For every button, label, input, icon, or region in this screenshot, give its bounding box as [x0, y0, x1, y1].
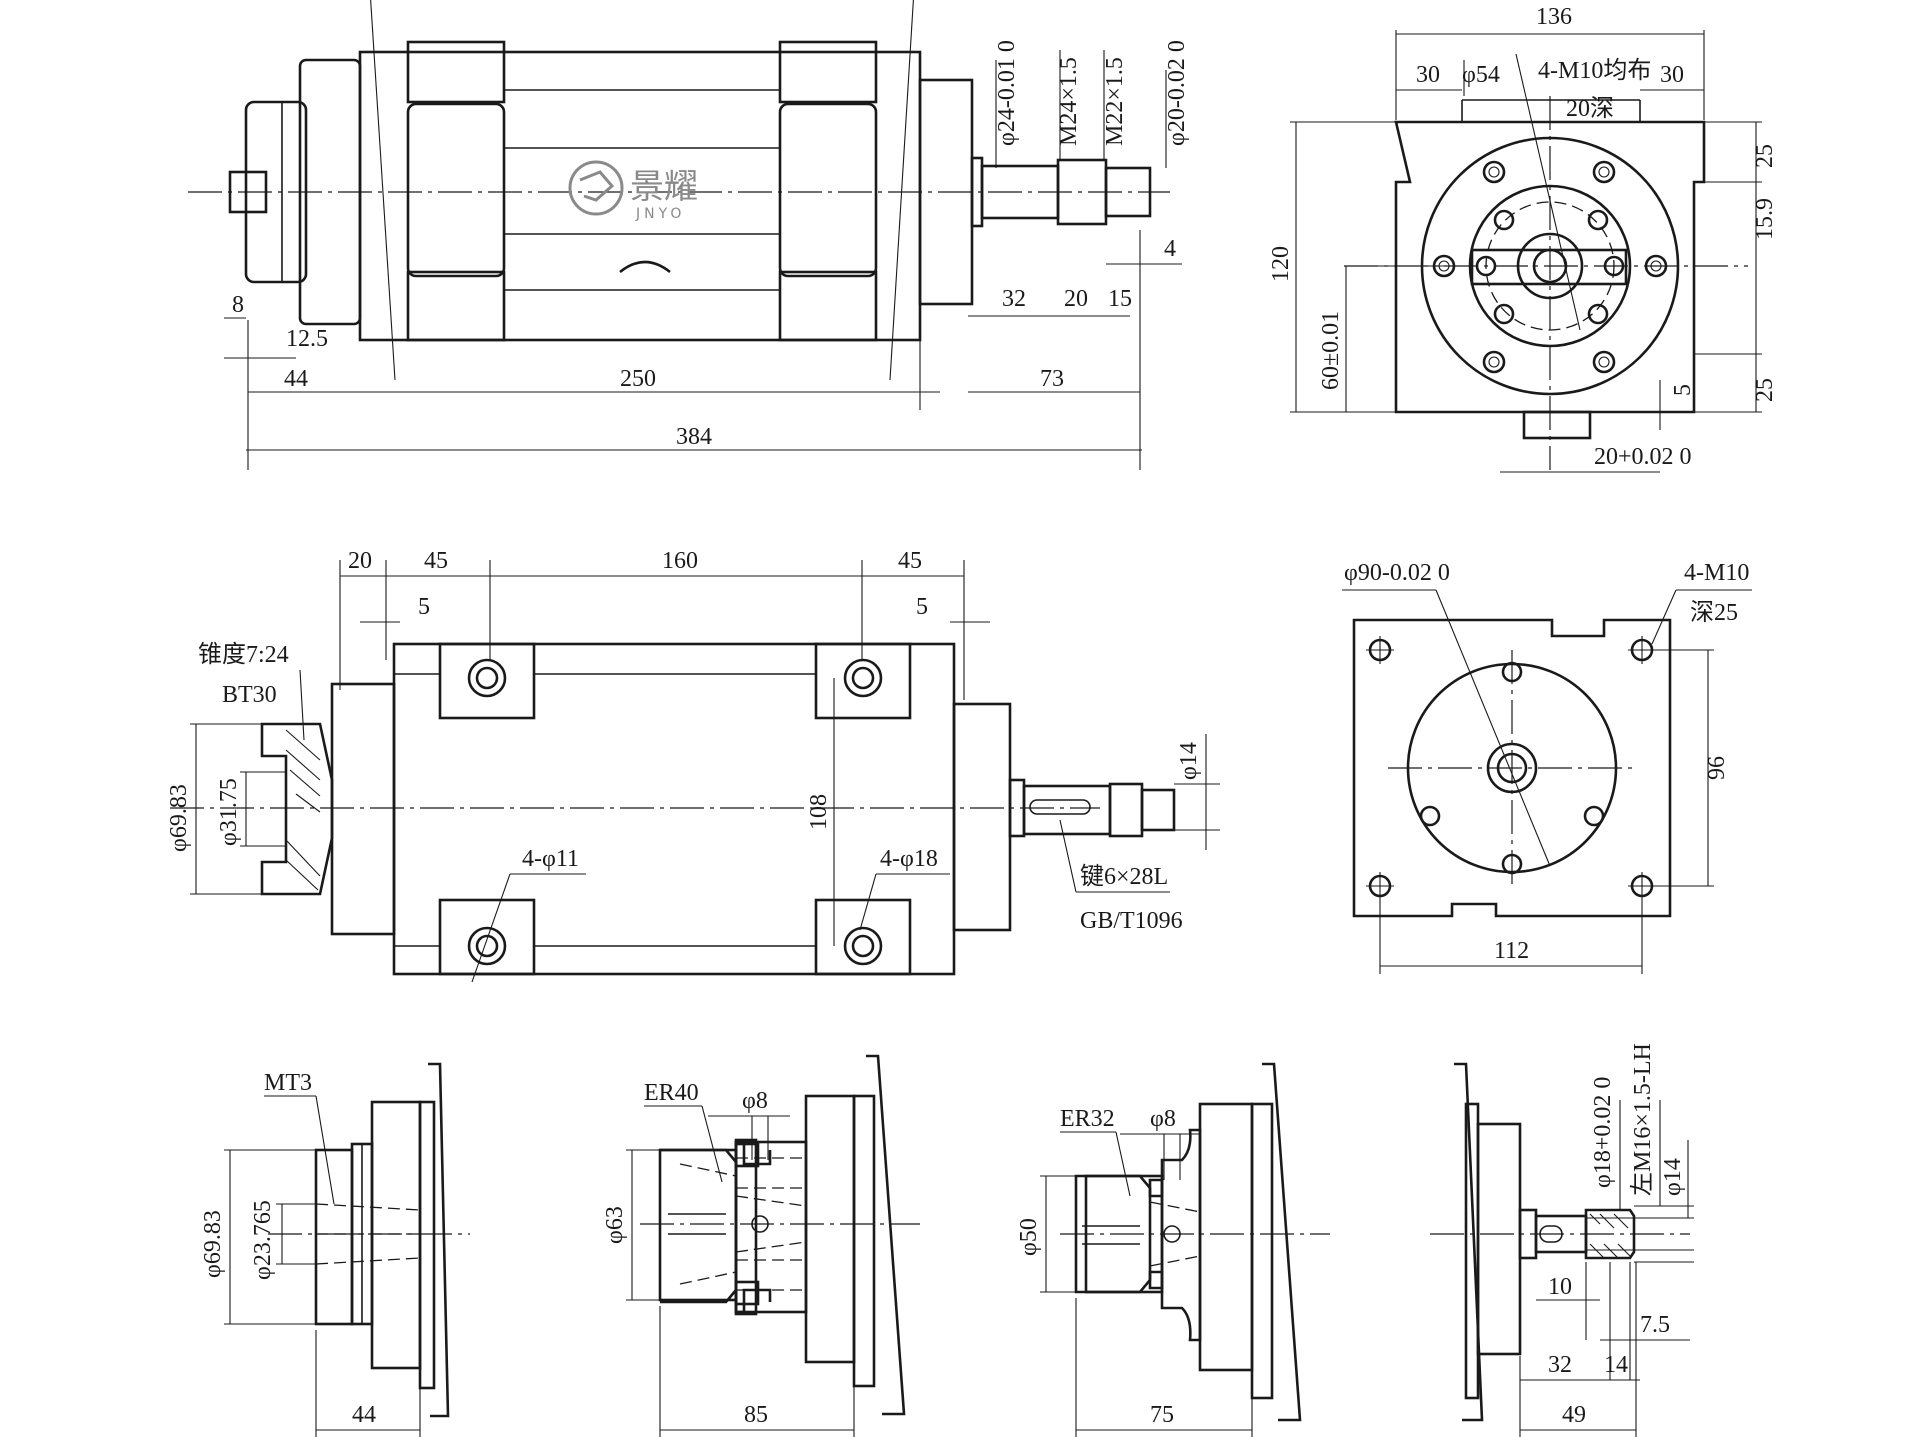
dim-end-5: 5	[1670, 384, 1696, 396]
dim-top-phi20: φ20-0.02 0	[1164, 40, 1190, 146]
variant-threaded: φ18+0.02 0 左M16×1.5-LH φ14 10 7.5 32 14 …	[1430, 1043, 1694, 1437]
dim-mt3-44: 44	[352, 1402, 376, 1428]
dim-top-32: 32	[1002, 286, 1026, 312]
label-key: 键6×28L	[1080, 863, 1168, 890]
brand-logo: 景耀 JNYO	[568, 160, 698, 222]
dim-er32-75: 75	[1150, 1402, 1174, 1428]
label-gb-t1096: GB/T1096	[1080, 908, 1183, 934]
dim-thr-phi18: φ18+0.02 0	[1590, 1077, 1616, 1188]
dim-end2-96: 96	[1704, 756, 1730, 780]
dim-end-30-left: 30	[1416, 62, 1440, 88]
label-4-phi18: 4-φ18	[880, 846, 938, 872]
dim-end-20deep: 20深	[1566, 95, 1614, 122]
variant-er32: ER32 φ8 φ50 75	[1016, 1062, 1330, 1437]
dim-end-30-right: 30	[1660, 62, 1684, 88]
dim-end-4m10: 4-M10均布	[1538, 57, 1651, 84]
dim-thr-m16: 左M16×1.5-LH	[1629, 1043, 1656, 1196]
dim-thr-phi14: φ14	[1660, 1158, 1686, 1196]
dim-side-108: 108	[806, 794, 832, 830]
dim-end-25-top: 25	[1752, 144, 1778, 168]
dim-side-phi69: φ69.83	[166, 784, 192, 852]
label-bt30: BT30	[222, 682, 277, 708]
dim-side-45-right: 45	[898, 548, 922, 574]
top-view: 景耀 JNYO 8 12.5 44 250 73 384 32 20 15 4 …	[188, 0, 1190, 470]
label-er40: ER40	[644, 1080, 699, 1106]
dim-er32-phi8: φ8	[1150, 1106, 1176, 1132]
mount-holes	[467, 658, 883, 966]
dim-side-phi14: φ14	[1176, 742, 1202, 780]
dim-side-20: 20	[348, 548, 372, 574]
dim-end-15.9: 15.9	[1752, 198, 1778, 240]
dim-top-4: 4	[1164, 236, 1176, 262]
label-er32: ER32	[1060, 1106, 1115, 1132]
dim-top-m24: M24×1.5	[1056, 57, 1082, 146]
dim-side-5-left: 5	[418, 594, 430, 620]
variant-er40: ER40 φ8 φ63 85	[602, 1054, 920, 1437]
variant-mt3: MT3 φ69.83 φ23.765 44	[200, 1062, 470, 1437]
dim-top-384: 384	[676, 424, 712, 450]
dim-thr-14: 14	[1604, 1352, 1628, 1378]
side-view: 20 45 160 45 5 5 锥度7:24 BT30 φ69.83 φ31.…	[166, 548, 1220, 983]
dim-end-120: 120	[1268, 246, 1294, 282]
end-view-top: 136 30 φ54 4-M10均布 30 20深 120 60±0.01 25…	[1268, 4, 1778, 473]
dim-mt3-phi69: φ69.83	[200, 1210, 226, 1278]
label-4-phi11: 4-φ11	[522, 846, 579, 872]
dim-end2-4m10: 4-M10	[1684, 560, 1749, 586]
dim-mt3-phi23: φ23.765	[250, 1200, 276, 1280]
dim-top-phi24: φ24-0.01 0	[994, 40, 1020, 146]
dim-side-phi31: φ31.75	[216, 778, 242, 846]
dim-side-160: 160	[662, 548, 698, 574]
dim-end-25-bottom: 25	[1752, 378, 1778, 402]
dim-end-20tol: 20+0.02 0	[1594, 444, 1692, 470]
dim-thr-32: 32	[1548, 1352, 1572, 1378]
logo-subtext: JNYO	[635, 206, 685, 222]
dim-side-5-right: 5	[916, 594, 928, 620]
dim-end-136: 136	[1536, 4, 1572, 30]
dim-top-8: 8	[232, 292, 244, 318]
dim-thr-49: 49	[1562, 1402, 1586, 1428]
label-taper: 锥度7:24	[198, 641, 289, 668]
dim-er40-85: 85	[744, 1402, 768, 1428]
dim-end2-depth25: 深25	[1690, 599, 1738, 626]
dim-top-15: 15	[1108, 286, 1132, 312]
dim-er40-phi8: φ8	[742, 1088, 768, 1114]
dim-thr-7.5: 7.5	[1640, 1312, 1670, 1338]
dim-end-phi54: φ54	[1462, 62, 1500, 88]
dim-top-44: 44	[284, 366, 308, 392]
bolt-holes	[1432, 160, 1668, 374]
end-view-bottom: φ90-0.02 0 4-M10 深25 96 112	[1342, 560, 1752, 974]
dim-er32-phi50: φ50	[1016, 1218, 1042, 1256]
dim-end2-112: 112	[1494, 938, 1529, 964]
dim-er40-phi63: φ63	[602, 1206, 628, 1244]
dim-end2-phi90: φ90-0.02 0	[1344, 560, 1450, 586]
dim-top-20: 20	[1064, 286, 1088, 312]
logo-text: 景耀	[630, 167, 698, 207]
dim-side-45-left: 45	[424, 548, 448, 574]
dim-top-250: 250	[620, 366, 656, 392]
dim-top-12.5: 12.5	[286, 326, 328, 352]
label-mt3: MT3	[264, 1070, 312, 1096]
dim-end-60: 60±0.01	[1318, 311, 1344, 390]
dim-top-73: 73	[1040, 366, 1064, 392]
dim-top-m22: M22×1.5	[1102, 57, 1128, 146]
dim-thr-10: 10	[1548, 1274, 1572, 1300]
